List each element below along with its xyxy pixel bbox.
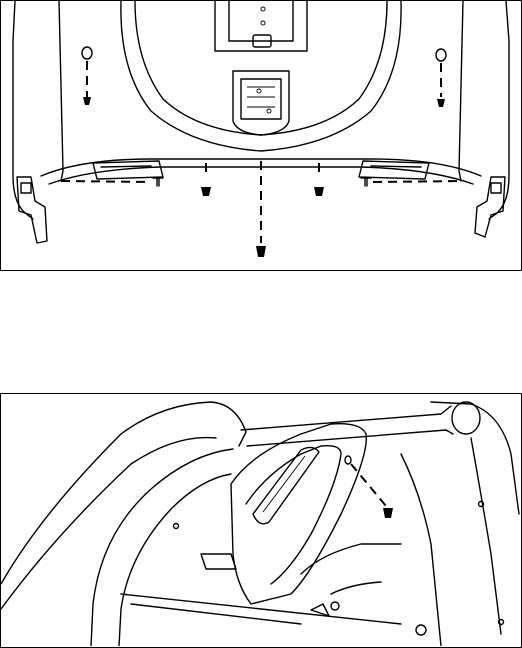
mast-lower-bracket bbox=[233, 71, 289, 135]
shroud-underside-diagram bbox=[1, 1, 520, 269]
leader-cover-screw bbox=[351, 464, 386, 506]
left-arm-outer bbox=[1, 402, 246, 584]
shroud-inner-left-edge bbox=[59, 1, 63, 181]
leader-right-horizontal bbox=[373, 181, 463, 182]
leader-left-horizontal bbox=[61, 181, 151, 182]
side-cover bbox=[231, 424, 366, 604]
screw-icon bbox=[361, 178, 371, 186]
screw-icon bbox=[153, 178, 163, 186]
console-bowl-inner bbox=[135, 1, 387, 135]
screw-icon bbox=[314, 187, 324, 196]
washer-icon bbox=[436, 49, 446, 61]
shroud-outer-outline bbox=[13, 1, 509, 219]
bottom-diagram-panel bbox=[0, 393, 522, 648]
tube-end-cap bbox=[452, 402, 480, 434]
screw-icon bbox=[383, 508, 393, 518]
top-diagram-panel bbox=[0, 0, 522, 271]
screw-icon bbox=[201, 187, 211, 196]
right-housing bbox=[431, 402, 519, 634]
screw-icon bbox=[256, 246, 266, 257]
washer-icon bbox=[82, 47, 92, 59]
left-arm-inner bbox=[1, 438, 216, 609]
crossbar-tube bbox=[241, 414, 446, 446]
shroud-inner-right-edge bbox=[459, 1, 463, 181]
handle-slot bbox=[253, 447, 319, 523]
right-slot-bracket bbox=[359, 161, 429, 179]
screw-icon bbox=[83, 97, 91, 105]
left-slot-bracket bbox=[93, 161, 163, 179]
screw-icon bbox=[437, 99, 445, 107]
handlebar-cover-diagram bbox=[1, 394, 520, 646]
left-upright bbox=[91, 449, 233, 646]
lower-frame bbox=[121, 554, 401, 624]
cover-screw-hole bbox=[345, 456, 351, 464]
